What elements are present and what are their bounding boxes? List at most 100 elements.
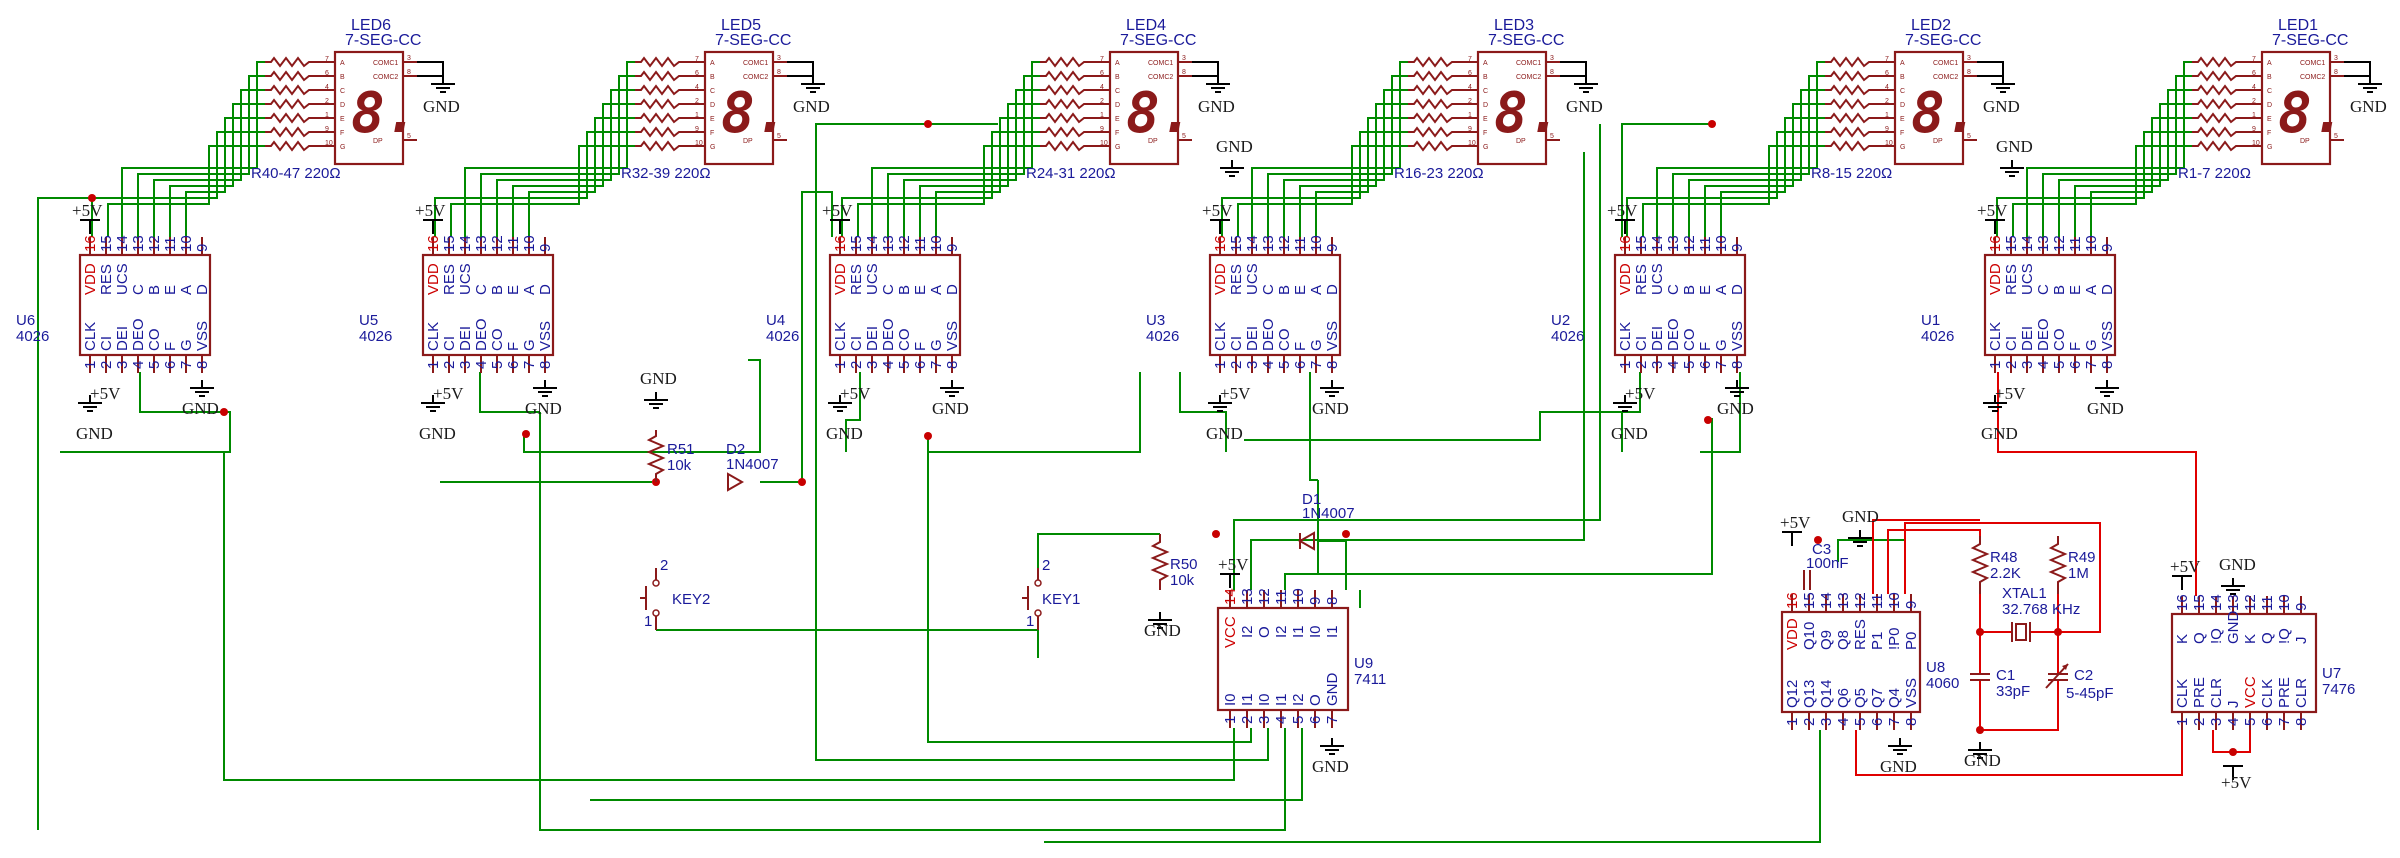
pin-label-bottom: F	[1697, 342, 1714, 351]
pin-num: 6	[325, 70, 329, 77]
pin-num-bottom: 4	[1260, 361, 1277, 369]
pin-label-bottom: CLK	[82, 322, 99, 351]
display-right-pin-num: 3	[407, 55, 411, 62]
counter-4026-u5[interactable]: U5402616VDDCLK115RESCI214UCSDEI313CDEO41…	[359, 201, 562, 443]
segment-wire	[121, 61, 265, 237]
segment-wire	[935, 117, 1040, 237]
r49-resistor[interactable]: R49 1M	[2048, 536, 2096, 594]
pin-num-bottom: 1	[82, 361, 99, 369]
key2-switch[interactable]: 2 1 KEY2	[640, 557, 710, 630]
gnd-label: GND	[1611, 424, 1648, 443]
display-body	[2260, 50, 2332, 166]
key1-switch[interactable]: 2 1 KEY1	[1022, 557, 1080, 630]
resistor-network-element	[1408, 84, 1478, 96]
pin-num: 10	[695, 140, 703, 147]
segment-label: D	[340, 102, 345, 109]
u7-7476[interactable]: U77476K16CLK1Q15PRE2!Q14CLR3GND13J4K12VC…	[2170, 555, 2355, 792]
d1-diode[interactable]: D1 1N4007	[1297, 491, 1355, 551]
display-right-pin-num: 3	[1967, 55, 1971, 62]
xtal1-crystal[interactable]: XTAL1 32.768 KHz	[2002, 585, 2080, 642]
pin-label-top: VDD	[425, 263, 442, 295]
pin-num-bottom: 7	[1324, 716, 1341, 724]
pin-num-bottom: 2	[1633, 361, 1650, 369]
resistor-network-element	[635, 140, 705, 152]
pin-num-bottom: 8	[194, 361, 211, 369]
c3-capacitor[interactable]: C3 100nF	[1803, 541, 1849, 590]
pin-label-bottom: Q4	[1886, 688, 1903, 708]
pin-num: 7	[695, 56, 699, 63]
display-right-pin-num: 3	[1550, 55, 1554, 62]
counter-4026-u3[interactable]: U3402616VDDCLK115RESCI214UCSDEI313CDEO41…	[1146, 201, 1349, 443]
pin-num-bottom: 2	[1239, 716, 1256, 724]
pin-label-top: B	[2051, 285, 2068, 295]
wire	[760, 191, 833, 483]
pin-num-top: 9	[1307, 597, 1324, 605]
pin-num-top: 12	[1276, 235, 1293, 252]
pin-label-bottom: CI	[441, 336, 458, 351]
resistor-network-element	[1040, 126, 1110, 138]
display-right-pin-num: 8	[777, 69, 781, 76]
pin-label-top: O	[1256, 626, 1273, 638]
counter-part: 4026	[1921, 328, 1954, 345]
pin-num-bottom: 6	[1697, 361, 1714, 369]
segment-wire	[1672, 75, 1825, 237]
pin-label-top: UCS	[114, 263, 131, 295]
display-body	[1893, 50, 1965, 166]
d2-diode[interactable]: D2 1N4007	[726, 441, 779, 492]
r50-resistor[interactable]: R50 10k	[1150, 534, 1198, 590]
pin-num: 9	[1100, 126, 1104, 133]
counter-4026-u1[interactable]: U1402616VDDCLK115RESCI214UCSDEI313CDEO41…	[1921, 201, 2124, 443]
wire	[1318, 540, 1347, 590]
display-right-pin-label: DP	[373, 138, 383, 145]
d2-ref: D2	[726, 441, 745, 458]
pin-label-bottom: I2	[1290, 693, 1307, 706]
pin-num: 6	[1885, 70, 1889, 77]
segment-label: C	[340, 88, 345, 95]
u9-7411[interactable]: U97411VCC14I01I213I12O12I03I211I14I110I2…	[1216, 555, 1386, 776]
pin-label-bottom: F	[1292, 342, 1309, 351]
pin-num-bottom: 6	[2067, 361, 2084, 369]
r51-resistor[interactable]: R51 10k	[646, 430, 695, 482]
wire	[1037, 533, 1160, 568]
r48-resistor[interactable]: R48 2.2K	[1970, 536, 2021, 594]
c1-capacitor[interactable]: C1 33pF	[1970, 667, 2030, 700]
segment-wire	[1251, 61, 1408, 237]
segment-wire	[496, 89, 635, 237]
counter-4026-u4[interactable]: U4402616VDDCLK115RESCI214UCSDEI313CDEO41…	[766, 201, 969, 443]
display-type: 7-SEG-CC	[2272, 32, 2348, 49]
segment-label: A	[1115, 60, 1120, 67]
segment-label: E	[1483, 116, 1488, 123]
pin-label-top: UCS	[1649, 263, 1666, 295]
counter-4026-u2[interactable]: U2402616VDDCLK115RESCI214UCSDEI313CDEO41…	[1551, 201, 1754, 443]
segment-label: F	[340, 130, 344, 137]
u8-4060[interactable]: U84060VDD16Q121Q1015Q132Q914Q143Q813Q64R…	[1780, 507, 1959, 776]
pin-num-bottom: 1	[1987, 361, 2004, 369]
u8-ref: U8	[1926, 659, 1945, 676]
segment-wire	[1642, 145, 1825, 237]
segment-label: A	[1900, 60, 1905, 67]
segment-wire	[464, 61, 635, 237]
counter-ref: U6	[16, 312, 35, 329]
display-right-pin-num: 8	[407, 69, 411, 76]
pin-num-top: 15	[1801, 592, 1818, 609]
pin-num-bottom: 3	[1649, 361, 1666, 369]
segment-wire	[480, 75, 635, 237]
segment-label: B	[340, 74, 345, 81]
r48-value: 2.2K	[1990, 565, 2021, 582]
pin-label-bottom: I0	[1256, 693, 1273, 706]
display-type: 7-SEG-CC	[1488, 32, 1564, 49]
pin-num-top: 16	[425, 235, 442, 252]
pin-num-bottom: 3	[1244, 361, 1261, 369]
counter-4026-u6[interactable]: U6402616VDDCLK115RESCI214UCSDEI313CDEO41…	[16, 201, 219, 443]
segment-wire	[185, 117, 265, 237]
c2-capacitor[interactable]: C2 5-45pF	[2045, 663, 2114, 702]
xtal1-value: 32.768 KHz	[2002, 601, 2080, 618]
pin-num-top: 14	[2019, 235, 2036, 252]
pin-label-bottom: G	[178, 339, 195, 351]
